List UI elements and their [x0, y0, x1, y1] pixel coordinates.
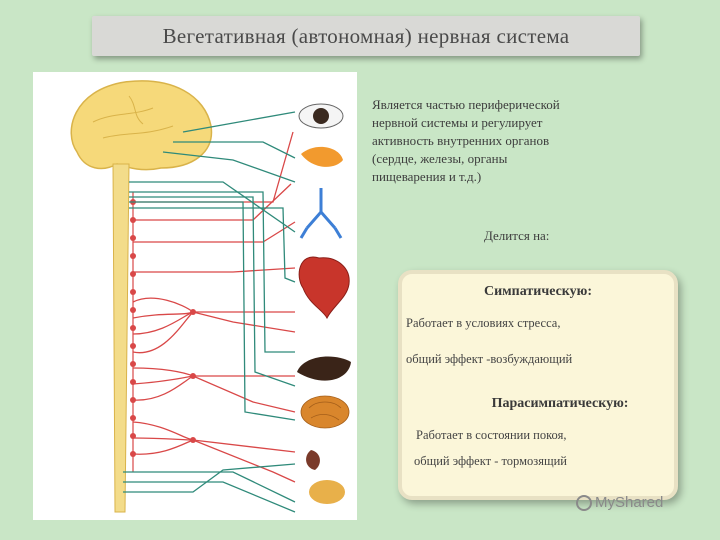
intro-line: пищеварения и т.д.) — [372, 169, 482, 184]
parasympathetic-line-2: общий эффект - тормозящий — [414, 454, 567, 468]
sympathetic-heading: Симпатическую: — [483, 284, 593, 299]
parasympathetic-fibers — [123, 111, 296, 513]
liver-icon — [297, 356, 351, 381]
kidney-icon — [306, 450, 320, 470]
myshared-logo-icon — [576, 494, 592, 511]
intro-line: Является частью периферической — [372, 97, 560, 112]
brain-icon — [70, 80, 213, 171]
gland-icon — [301, 146, 343, 167]
intestine-icon — [300, 395, 350, 429]
sympathetic-fibers — [132, 131, 296, 483]
intro-line: активность внутренних органов — [372, 133, 550, 148]
watermark: MyShared — [576, 494, 663, 511]
intro-line: нервной системы и регулирует — [372, 115, 543, 130]
parasympathetic-heading: Парасимпатическую: — [491, 396, 629, 411]
title-bar: Вегетативная (автономная) нервная систем… — [92, 16, 640, 56]
lungs-icon — [299, 188, 343, 239]
bladder-icon — [309, 480, 345, 504]
intro-line: (сердце, железы, органы — [372, 151, 508, 166]
intro-text: Является частью периферической нервной с… — [372, 96, 668, 186]
watermark-text: MyShared — [595, 494, 664, 511]
division-panel: Симпатическую: Работает в условиях стрес… — [398, 270, 678, 500]
sympathetic-line-2: общий эффект -возбуждающий — [406, 352, 573, 366]
heart-icon — [298, 256, 350, 320]
sympathetic-line-1: Работает в условиях стресса, — [406, 316, 561, 330]
eye-icon — [298, 103, 344, 129]
nervous-system-diagram — [33, 72, 357, 520]
page-title: Вегетативная (автономная) нервная систем… — [162, 23, 570, 48]
parasympathetic-line-1: Работает в состоянии покоя, — [416, 428, 567, 442]
divides-label: Делится на: — [484, 228, 550, 243]
spinal-cord — [112, 163, 130, 513]
diagram-svg — [70, 80, 351, 513]
